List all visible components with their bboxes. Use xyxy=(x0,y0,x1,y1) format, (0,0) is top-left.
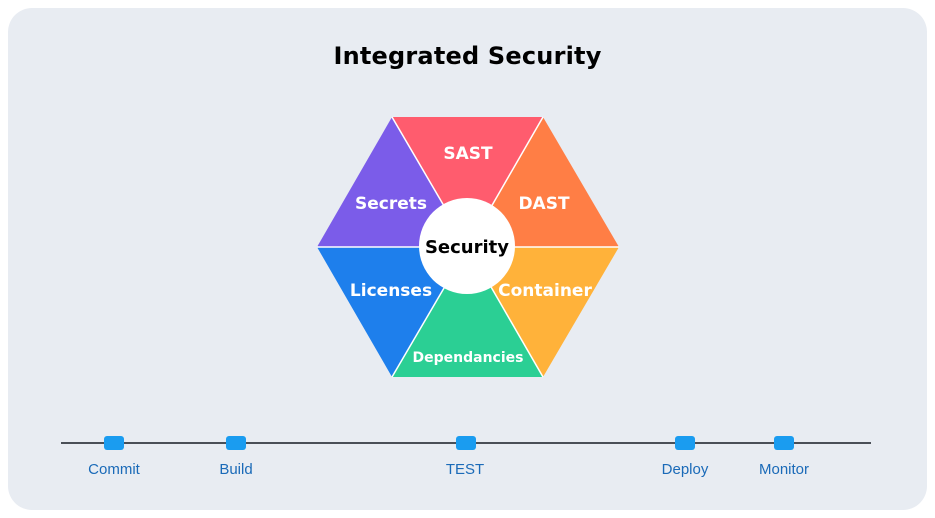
segment-dependancies xyxy=(392,247,543,377)
segment-dast xyxy=(468,117,619,247)
segment-secrets xyxy=(317,117,468,247)
stage-label-commit: Commit xyxy=(88,461,140,478)
stage-label-build: Build xyxy=(219,461,253,478)
segment-sast xyxy=(392,117,543,247)
label-container: Container xyxy=(498,281,592,301)
label-secrets: Secrets xyxy=(355,194,427,214)
diagram-title: Integrated Security xyxy=(333,42,602,70)
timeline-marker-build xyxy=(226,436,246,450)
segment-container xyxy=(468,247,619,377)
label-sast: SAST xyxy=(443,144,493,164)
stage-label-monitor: Monitor xyxy=(758,461,810,478)
label-licenses: Licenses xyxy=(350,281,432,301)
label-dast: DAST xyxy=(518,194,570,214)
label-dependancies: Dependancies xyxy=(413,350,524,366)
timeline-marker-deploy xyxy=(675,436,695,450)
stage-label-deploy: Deploy xyxy=(661,461,709,478)
stage-label-test: TEST xyxy=(445,461,485,478)
center-label: Security xyxy=(425,237,509,258)
timeline-marker-test xyxy=(456,436,476,450)
timeline-marker-commit xyxy=(104,436,124,450)
segment-licenses xyxy=(317,247,468,377)
center-circle xyxy=(419,198,515,294)
timeline-marker-monitor xyxy=(774,436,794,450)
